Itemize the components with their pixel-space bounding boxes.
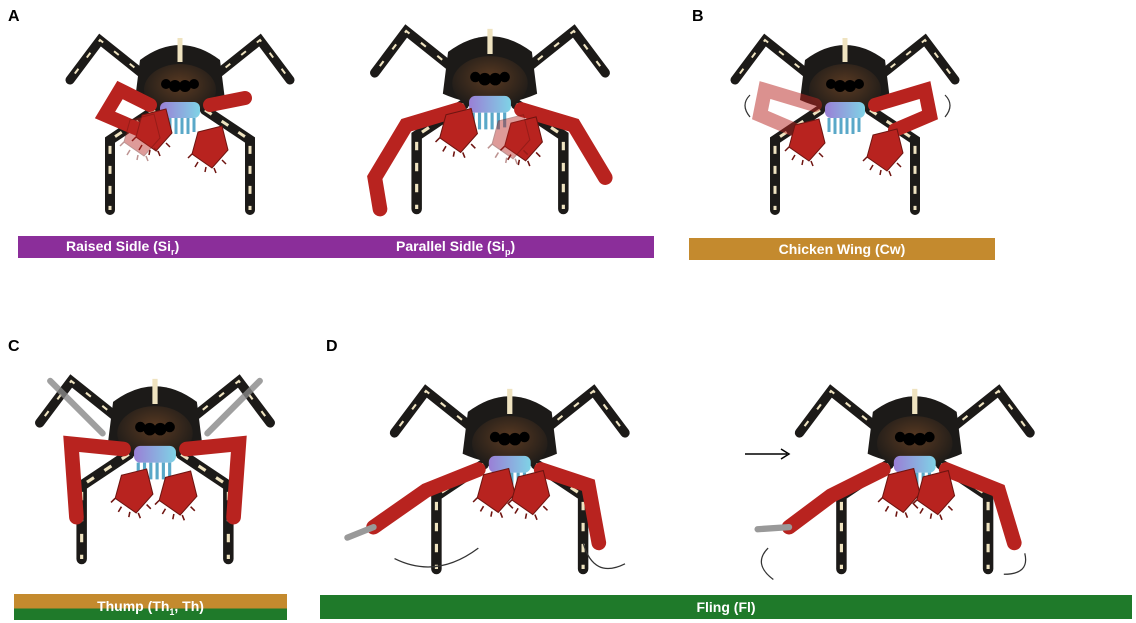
spider-raised-sidle <box>30 20 330 230</box>
spider-parallel-sidle <box>330 10 650 230</box>
behavior-bar-sidle: Raised Sidle (Sir) Parallel Sidle (Sip) <box>18 236 654 258</box>
behavior-bar-thump: Thump (Th1, Th) <box>14 594 287 620</box>
spider-fling-end <box>730 370 1110 590</box>
label-raised-sidle: Raised Sidle (Sir) <box>66 238 179 257</box>
spider-chicken-wing <box>690 20 1000 230</box>
label-thump-close: , Th) <box>174 598 204 614</box>
label-parallel-sidle-close: ) <box>510 238 515 254</box>
curved-arrow-icon <box>745 95 750 117</box>
label-raised-sidle-close: ) <box>175 238 180 254</box>
spider-thump <box>10 360 300 580</box>
label-thump: Thump (Th1, Th) <box>97 598 204 617</box>
curved-arrow-icon <box>1004 553 1026 574</box>
label-thump-text: Thump (Th <box>97 598 169 614</box>
panel-letter-a: A <box>8 8 20 26</box>
label-parallel-sidle-text: Parallel Sidle (Si <box>396 238 505 254</box>
curved-arrow-icon <box>945 95 950 117</box>
label-parallel-sidle: Parallel Sidle (Sip) <box>396 238 515 257</box>
panel-letter-d: D <box>326 338 338 356</box>
spider-fling-start <box>330 370 700 590</box>
label-fling: Fling (Fl) <box>696 599 755 615</box>
label-raised-sidle-text: Raised Sidle (Si <box>66 238 171 254</box>
behavior-bar-fling: Fling (Fl) <box>320 595 1132 619</box>
panel-letter-c: C <box>8 338 20 356</box>
behavior-bar-chicken-wing: Chicken Wing (Cw) <box>689 238 995 260</box>
label-chicken-wing: Chicken Wing (Cw) <box>779 241 906 257</box>
curved-arrow-icon <box>761 548 773 579</box>
